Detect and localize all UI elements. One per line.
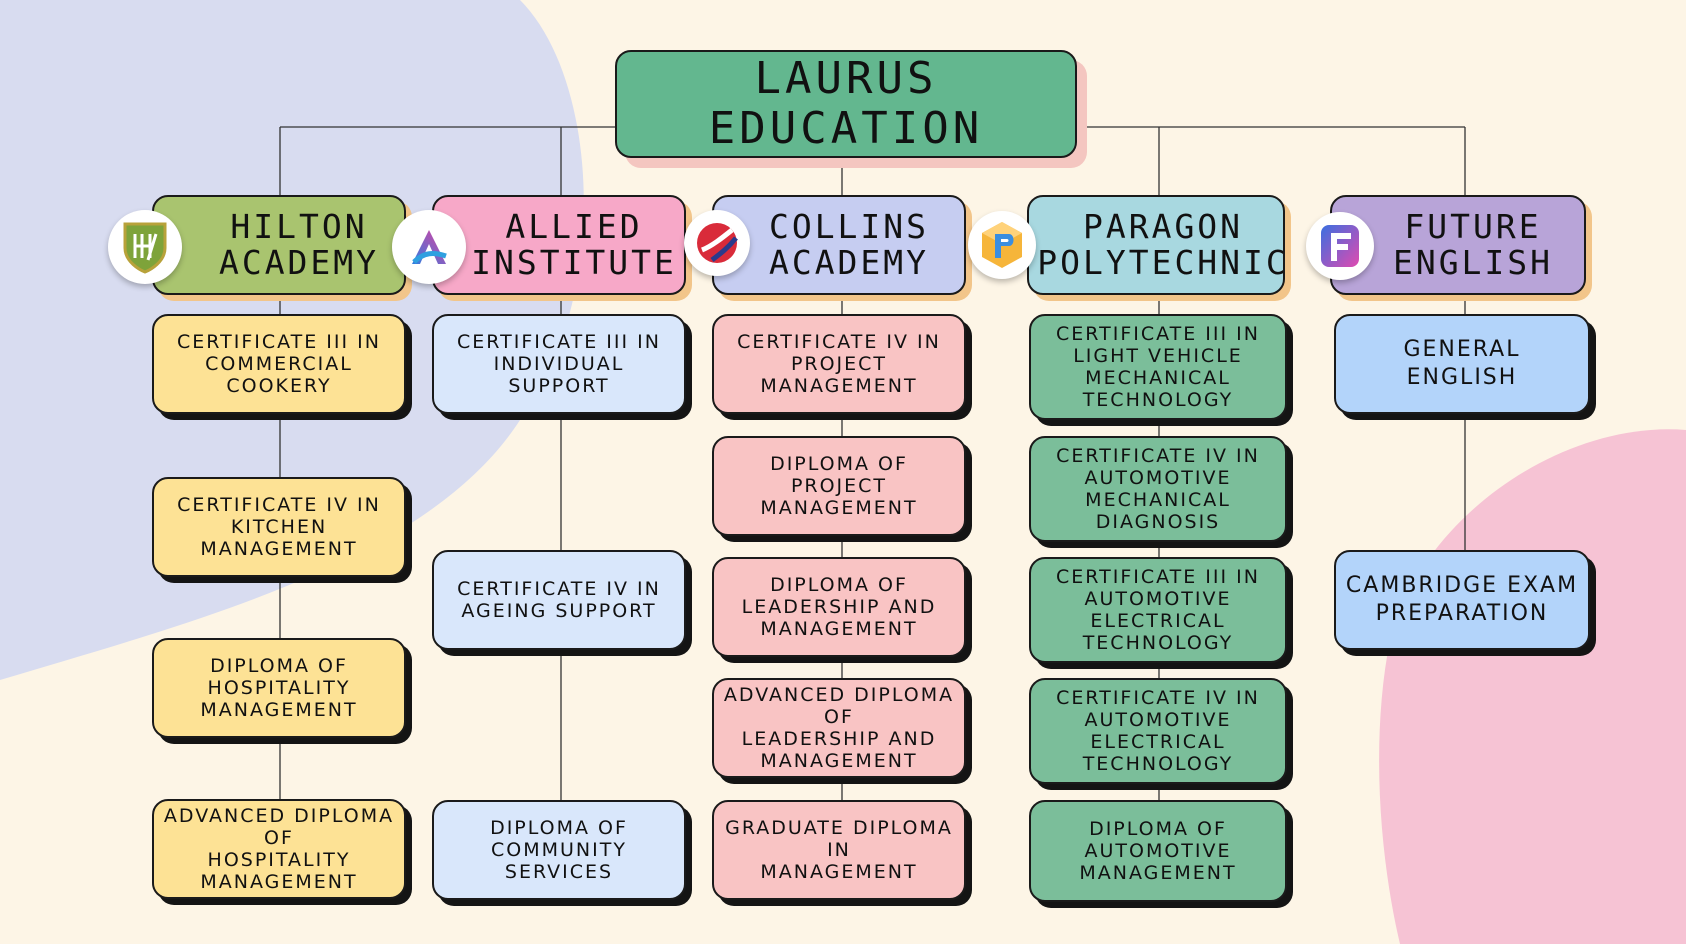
course-line: MANAGEMENT	[760, 750, 918, 772]
course-line: GENERAL	[1403, 337, 1521, 362]
course-line: INDIVIDUAL SUPPORT	[493, 353, 625, 397]
course-line: DIPLOMA OF	[770, 453, 908, 475]
college-name-line1: COLLINS	[768, 207, 930, 246]
course-line: MECHANICAL	[1085, 367, 1231, 389]
course-line: HOSPITALITY	[207, 849, 351, 871]
college-name-line1: FUTURE	[1404, 207, 1542, 246]
course-line: CERTIFICATE III IN	[457, 331, 661, 353]
college-name-line1: ALLIED	[505, 207, 643, 246]
course-line: MANAGEMENT	[200, 699, 358, 721]
course-line: DIPLOMA OF	[490, 817, 628, 839]
course-card: GENERAL ENGLISH	[1334, 314, 1590, 414]
course-line: LEADERSHIP AND	[741, 728, 937, 750]
course-line: ADVANCED DIPLOMA OF	[163, 805, 395, 849]
course-line: CERTIFICATE IV IN	[177, 494, 381, 516]
root-title-line1: LAURUS	[754, 53, 938, 104]
course-line: AGEING SUPPORT	[461, 600, 657, 622]
collins-swirl-icon	[684, 210, 750, 276]
course-line: GRADUATE DIPLOMA IN	[725, 817, 953, 861]
course-line: PROJECT MANAGEMENT	[760, 353, 918, 397]
course-line: LEADERSHIP AND	[741, 596, 937, 618]
root-title-line2: EDUCATION	[708, 103, 984, 154]
course-line: TECHNOLOGY	[1082, 389, 1234, 411]
course-line: COMMUNITY SERVICES	[491, 839, 627, 883]
college-name-line2: ACADEMY	[218, 243, 380, 282]
course-line: CERTIFICATE III IN	[1056, 323, 1260, 345]
college-name-line1: PARAGON	[1082, 207, 1244, 246]
allied-a-icon	[392, 210, 466, 284]
course-line: AUTOMOTIVE	[1084, 709, 1232, 731]
paragon-cube-icon	[968, 211, 1036, 279]
course-line: CERTIFICATE IV IN	[457, 578, 661, 600]
course-line: AUTOMOTIVE	[1084, 467, 1232, 489]
course-line: COMMERCIAL COOKERY	[205, 353, 353, 397]
hilton-shield-icon	[108, 210, 182, 284]
future-f-icon	[1306, 212, 1374, 280]
course-line: AUTOMOTIVE	[1084, 588, 1232, 610]
course-line: HOSPITALITY	[207, 677, 351, 699]
course-line: ENGLISH	[1406, 365, 1518, 390]
course-line: DIAGNOSIS	[1095, 511, 1221, 533]
college-name-line1: HILTON	[230, 207, 368, 246]
course-line: CERTIFICATE IV IN	[1056, 687, 1260, 709]
course-line: CERTIFICATE III IN	[1056, 566, 1260, 588]
course-line: MANAGEMENT	[760, 618, 918, 640]
course-line: ADVANCED DIPLOMA OF	[723, 684, 955, 728]
course-line: CERTIFICATE IV IN	[737, 331, 941, 353]
course-line: CERTIFICATE III IN	[177, 331, 381, 353]
college-name-line2: INSTITUTE	[471, 243, 677, 282]
course-line: PROJECT MANAGEMENT	[760, 475, 918, 519]
root-node: LAURUS EDUCATION	[615, 50, 1077, 158]
course-line: ELECTRICAL	[1090, 610, 1226, 632]
course-line: MANAGEMENT	[760, 861, 918, 883]
course-line: DIPLOMA OF	[210, 655, 348, 677]
course-line: AUTOMOTIVE	[1084, 840, 1232, 862]
course-line: TECHNOLOGY	[1082, 753, 1234, 775]
course-line: CERTIFICATE IV IN	[1056, 445, 1260, 467]
course-card: CAMBRIDGE EXAM PREPARATION	[1334, 550, 1590, 650]
course-line: PREPARATION	[1375, 601, 1549, 626]
course-line: DIPLOMA OF	[770, 574, 908, 596]
college-name-line2: ACADEMY	[768, 243, 930, 282]
course-line: LIGHT VEHICLE	[1073, 345, 1243, 367]
course-line: DIPLOMA OF	[1089, 818, 1227, 840]
college-name-line2: ENGLISH	[1392, 243, 1554, 282]
course-line: TECHNOLOGY	[1082, 632, 1234, 654]
course-line: MECHANICAL	[1085, 489, 1231, 511]
course-line: MANAGEMENT	[200, 871, 358, 893]
course-line: KITCHEN MANAGEMENT	[200, 516, 358, 560]
course-line: ELECTRICAL	[1090, 731, 1226, 753]
course-line: MANAGEMENT	[1079, 862, 1237, 884]
course-line: CAMBRIDGE EXAM	[1345, 573, 1579, 598]
college-name-line2: POLYTECHNIC	[1037, 243, 1289, 282]
